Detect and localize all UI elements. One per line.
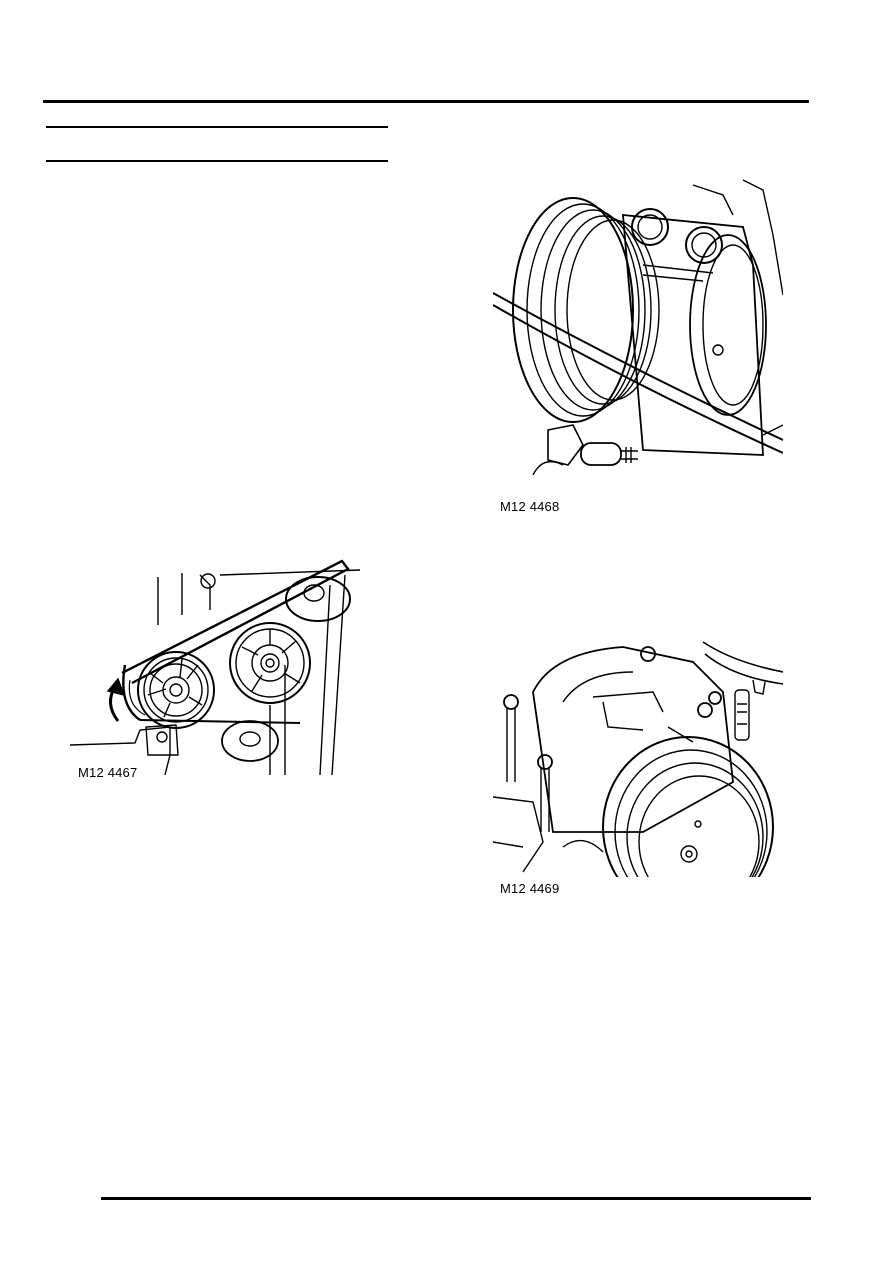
figure-caption: M12 4468	[500, 499, 560, 514]
figure-compressor-installed: M12 4469	[493, 632, 783, 902]
compressor-installed-illustration	[493, 632, 783, 877]
pressure-sensor	[735, 690, 749, 740]
figure-caption: M12 4467	[78, 765, 138, 780]
lower-bolt	[581, 443, 621, 465]
section-rule-top	[46, 126, 388, 128]
idler-pulley	[230, 623, 310, 703]
housing-bolts	[504, 647, 721, 832]
compressor-pulley	[603, 737, 773, 877]
mounting-bolt-upper-left	[632, 209, 668, 245]
section-rule-bottom	[46, 160, 388, 162]
header-rule	[43, 100, 809, 103]
mounting-bolt-upper-right	[686, 227, 722, 263]
figure-caption: M12 4469	[500, 881, 560, 896]
belt-tensioner-illustration	[70, 555, 370, 780]
compressor-bolts-illustration	[493, 175, 783, 475]
footer-rule	[101, 1197, 811, 1200]
figure-compressor-bolts: M12 4468	[493, 175, 783, 515]
figure-belt-tensioner: M12 4467	[70, 555, 370, 780]
